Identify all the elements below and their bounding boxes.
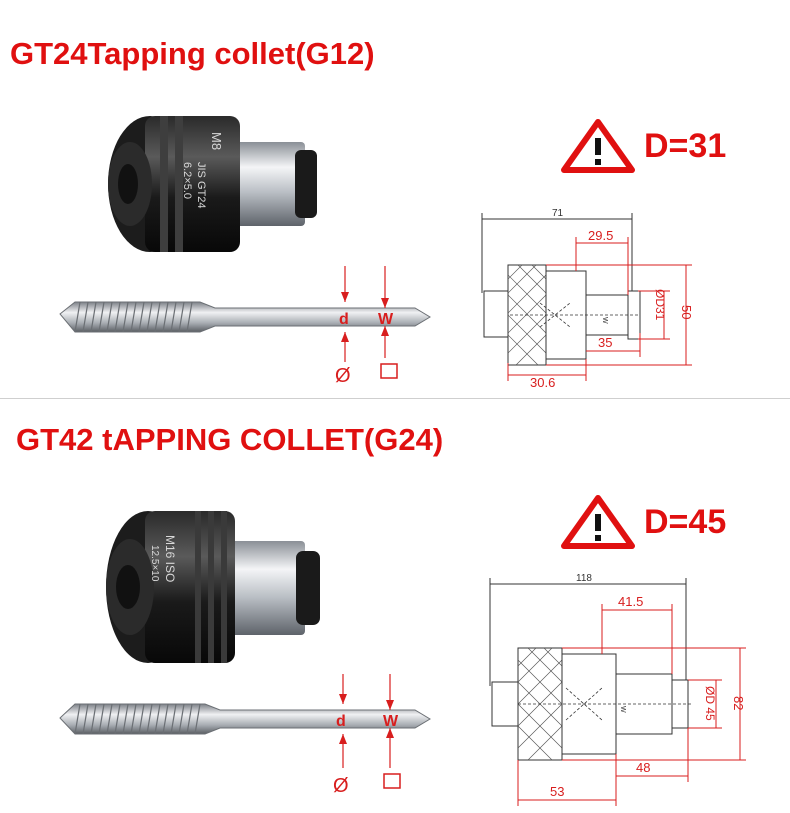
bottom-collet-engraving-2: 12.5×10	[149, 545, 160, 582]
bottom-dim-total: 118	[576, 573, 592, 584]
warning-icon	[561, 119, 635, 173]
top-section: GT24Tapping collet(G12) M8 JIS GT24 6.2×…	[0, 0, 790, 398]
section-divider	[0, 398, 790, 399]
warning-icon	[561, 495, 635, 549]
bottom-dim-a: 41.5	[618, 594, 643, 609]
top-dim-total: 71	[552, 208, 564, 219]
top-warning-text: D=31	[644, 126, 727, 165]
bottom-title: GT42 tAPPING COLLET(G24)	[16, 422, 444, 457]
bottom-tap-d-label: d	[336, 713, 346, 730]
bottom-tap-illustration: d W Ø	[59, 674, 431, 797]
bottom-technical-drawing: 118 W	[489, 573, 746, 806]
top-title: GT24Tapping collet(G12)	[10, 36, 375, 71]
bottom-square-symbol	[383, 773, 401, 789]
bottom-dim-diameter: ØD 45	[703, 686, 717, 721]
bottom-diameter-symbol: Ø	[333, 775, 349, 797]
top-collet-engraving-3: 6.2×5.0	[181, 162, 193, 199]
bottom-warning: D=45	[560, 494, 726, 550]
bottom-dim-c: 53	[550, 784, 564, 799]
top-collet-engraving-1: M8	[209, 132, 224, 150]
bottom-section: GT42 tAPPING COLLET(G24) M16 ISO 12.5×10	[0, 400, 790, 813]
top-technical-drawing: 71 W	[481, 208, 694, 390]
bottom-tap-w-label: W	[383, 713, 399, 730]
top-dim-b: 35	[598, 335, 612, 350]
top-dim-diameter: ØD31	[653, 289, 667, 321]
bottom-collet-photo: M16 ISO 12.5×10	[106, 511, 320, 663]
top-tap-w-label: W	[378, 311, 394, 328]
top-collet-engraving-2: JIS GT24	[195, 162, 207, 208]
top-dim-height: 50	[679, 305, 694, 319]
bottom-dim-height: 82	[731, 696, 746, 710]
top-dim-a: 29.5	[588, 228, 613, 243]
bottom-collet-engraving-1: M16 ISO	[163, 535, 177, 582]
top-warning: D=31	[560, 118, 726, 174]
bottom-dim-b: 48	[636, 760, 650, 775]
bottom-dim-w: W	[619, 706, 626, 713]
top-dim-w: W	[601, 317, 608, 324]
top-diameter-symbol: Ø	[335, 365, 351, 387]
top-dim-c: 30.6	[530, 375, 555, 390]
bottom-warning-text: D=45	[644, 502, 727, 541]
top-tap-illustration: d W Ø	[59, 266, 431, 387]
top-tap-d-label: d	[339, 311, 349, 328]
top-collet-photo: M8 JIS GT24 6.2×5.0	[108, 116, 317, 252]
top-square-symbol	[380, 363, 398, 379]
